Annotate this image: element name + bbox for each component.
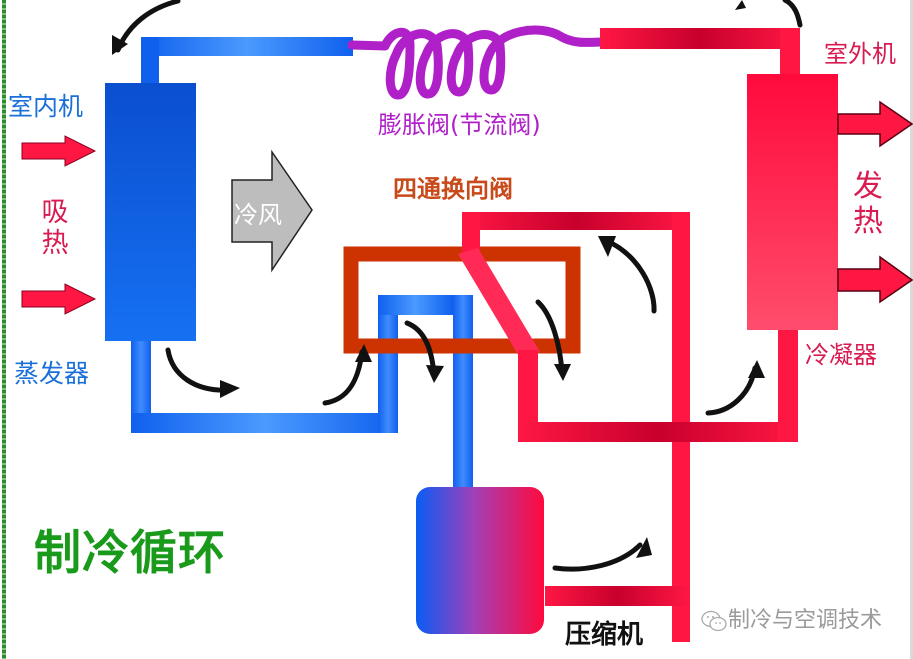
emit-heat-char-1: 发 <box>853 169 883 204</box>
expansion-valve-label: 膨胀阀(节流阀) <box>378 111 541 139</box>
indoor-unit-label: 室内机 <box>8 92 84 121</box>
cold-wind-arrow-icon <box>231 149 313 273</box>
evaporator-label: 蒸发器 <box>14 359 90 388</box>
absorb-heat-label: 吸 热 <box>40 197 70 259</box>
flow-arrows <box>115 0 803 572</box>
watermark-text: 制冷与空调技术 <box>728 608 883 633</box>
heat-in-arrow-top-icon <box>21 135 97 167</box>
wechat-icon <box>701 610 727 632</box>
cycle-title: 制冷循环 <box>34 526 226 581</box>
absorb-heat-char-2: 热 <box>41 228 69 260</box>
emit-heat-char-2: 热 <box>853 203 883 239</box>
liquid-pipe-top <box>600 28 800 76</box>
left-dashed-border <box>2 0 6 659</box>
four-way-valve-label: 四通换向阀 <box>393 175 513 203</box>
outdoor-unit-label: 室外机 <box>824 40 896 68</box>
condenser-unit <box>747 74 838 330</box>
compressor-label: 压缩机 <box>565 620 644 650</box>
heat-out-arrow-bottom-icon <box>837 255 913 304</box>
flow-arrowheads <box>112 0 765 558</box>
absorb-heat-char-1: 吸 <box>41 197 69 228</box>
discharge-pipes <box>458 212 798 642</box>
heat-in-arrow-bottom-icon <box>21 283 97 315</box>
heat-out-arrow-top-icon <box>837 100 913 148</box>
compressor-unit <box>416 487 544 634</box>
cold-wind-label: 冷风 <box>234 201 282 229</box>
expansion-valve-coil <box>347 25 608 100</box>
emit-heat-label: 发 热 <box>848 169 888 239</box>
condenser-label: 冷凝器 <box>805 341 877 369</box>
suction-pipe-top <box>141 37 353 85</box>
right-border <box>910 0 913 659</box>
evaporator-unit <box>105 83 196 341</box>
